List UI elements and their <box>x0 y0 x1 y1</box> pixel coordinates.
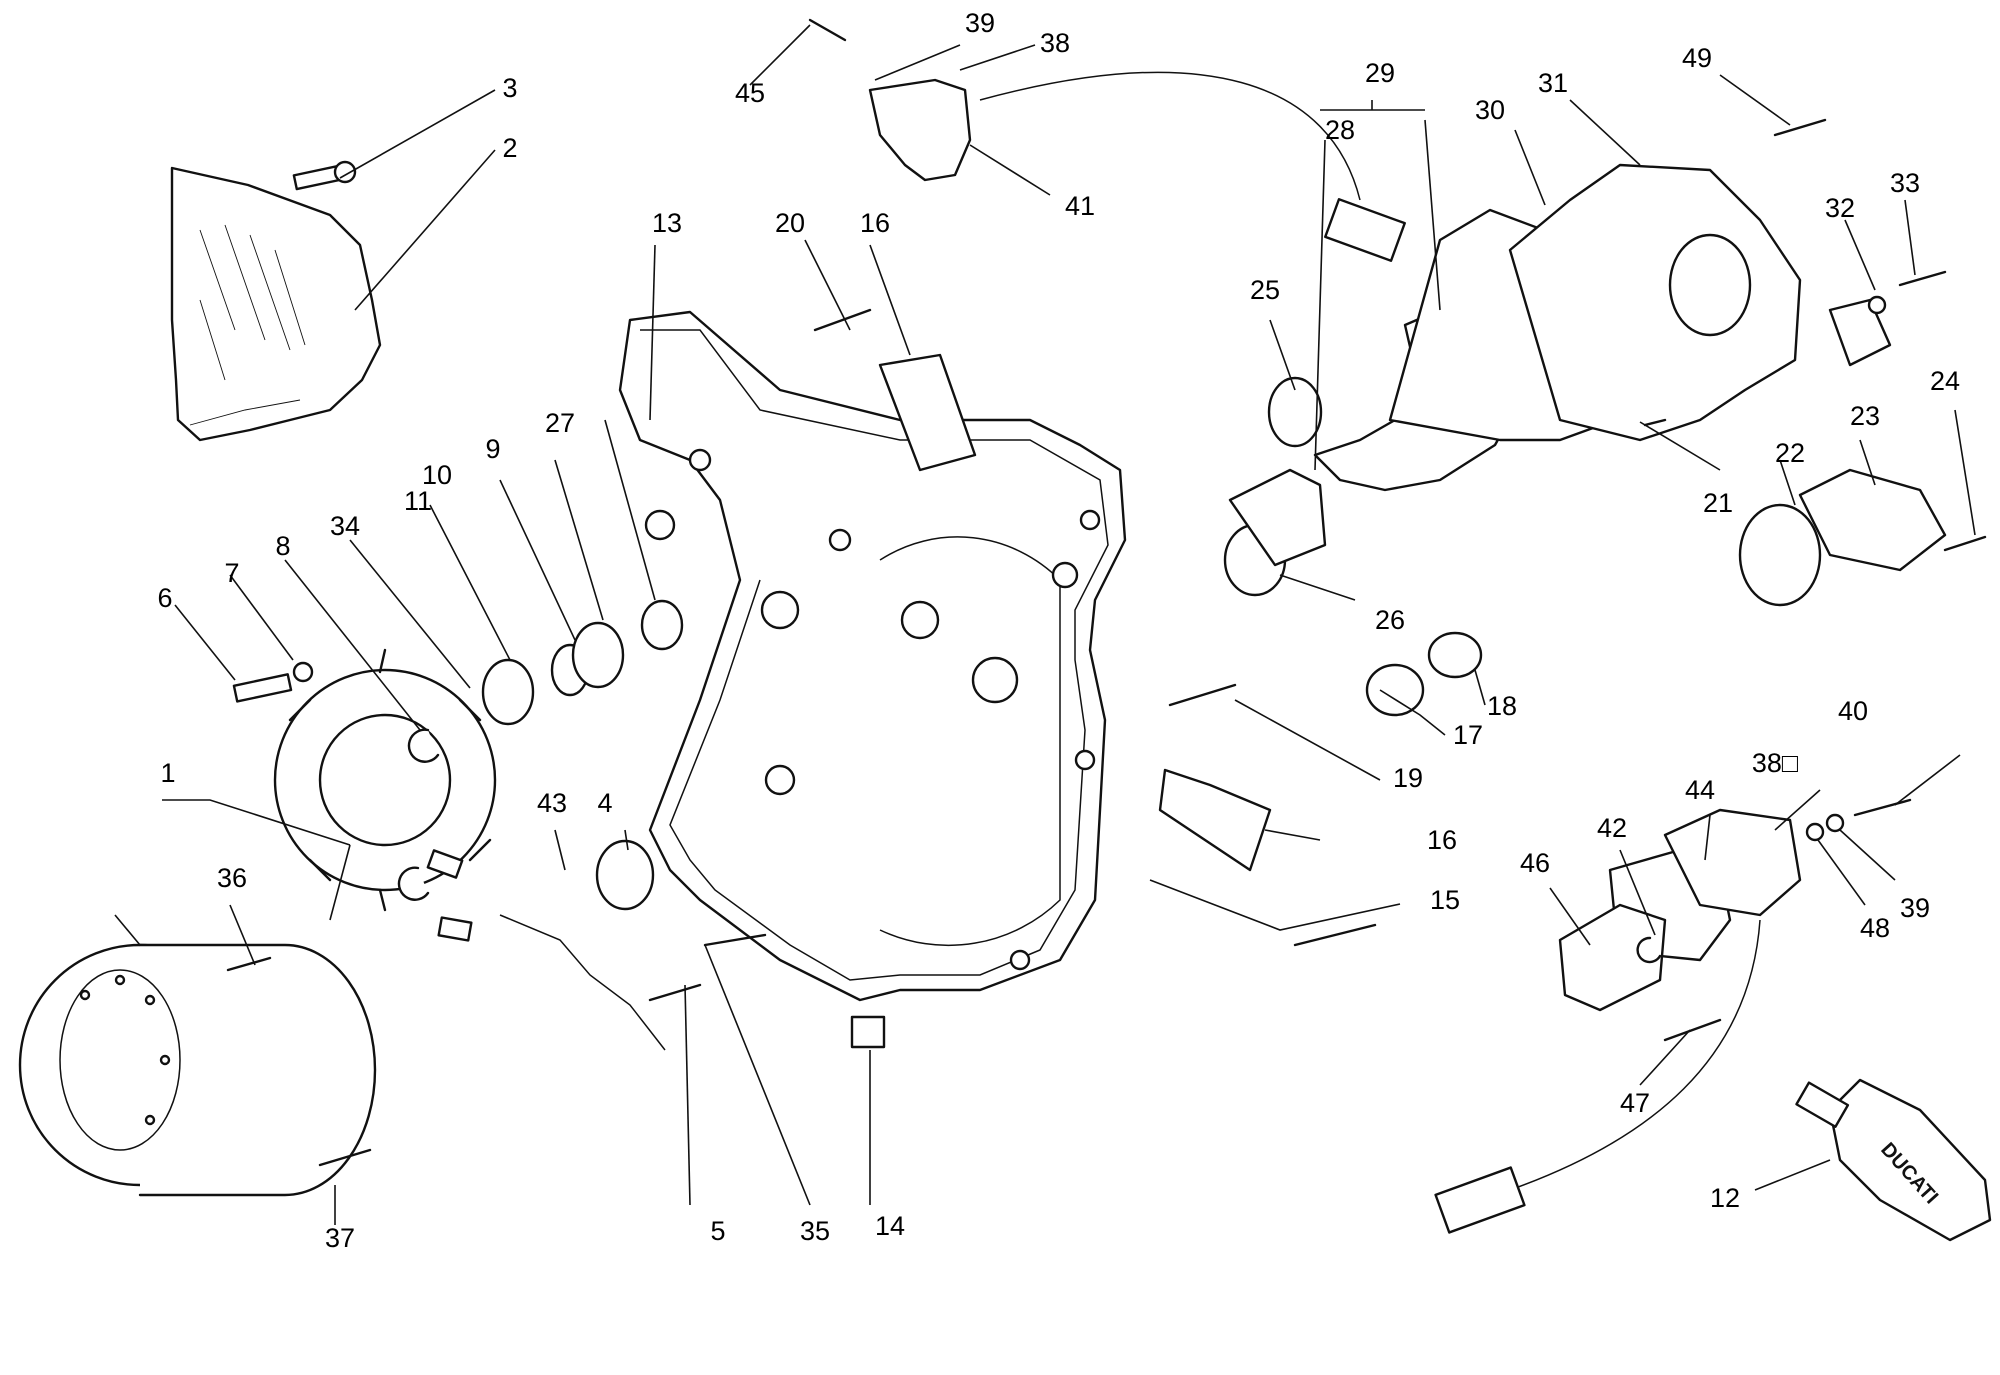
callout-9: 9 <box>485 434 500 464</box>
callout-25: 25 <box>1250 275 1280 305</box>
callout-40: 40 <box>1838 696 1868 726</box>
generator-stator-part <box>273 648 666 1051</box>
callout-39-top: 39 <box>965 8 995 38</box>
callout-29: 29 <box>1365 58 1395 88</box>
callout-41: 41 <box>1065 191 1095 221</box>
callout-43: 43 <box>537 788 567 818</box>
callout-33: 33 <box>1890 168 1920 198</box>
callout-12: 12 <box>1710 1183 1740 1213</box>
callout-38-bottom: 38□ <box>1752 748 1799 778</box>
callout-7: 7 <box>224 558 239 588</box>
callout-34: 34 <box>330 511 360 541</box>
callout-31: 31 <box>1538 68 1568 98</box>
sprocket-guard-part <box>170 166 382 442</box>
spacer-16b <box>1158 768 1272 872</box>
callout-24: 24 <box>1930 366 1960 396</box>
callout-20: 20 <box>775 208 805 238</box>
bearing-4 <box>595 839 655 911</box>
callout-30: 30 <box>1475 95 1505 125</box>
callout-3: 3 <box>502 73 517 103</box>
callout-44: 44 <box>1685 775 1715 805</box>
callout-16-top: 16 <box>860 208 890 238</box>
callout-42: 42 <box>1597 813 1627 843</box>
outlet-elbow <box>1828 298 1892 367</box>
callout-28: 28 <box>1325 115 1355 145</box>
callout-26: 26 <box>1375 605 1405 635</box>
callout-47: 47 <box>1620 1088 1650 1118</box>
callout-11: 11 <box>404 486 432 516</box>
callout-numbers: 3 2 1 6 7 8 34 11 10 9 27 13 20 16 43 4 … <box>157 8 1960 1253</box>
callout-23: 23 <box>1850 401 1880 431</box>
callout-36: 36 <box>217 863 247 893</box>
callout-21: 21 <box>1703 488 1733 518</box>
sealant-tube-part: DUCATI <box>1795 1078 1992 1242</box>
callout-46: 46 <box>1520 848 1550 878</box>
seal-25 <box>1267 376 1323 448</box>
bearing-11 <box>481 658 535 726</box>
fasteners <box>226 18 1987 1167</box>
callout-14: 14 <box>875 1211 905 1241</box>
callout-38-top: 38 <box>1040 28 1070 58</box>
callout-45: 45 <box>735 78 765 108</box>
callout-13: 13 <box>652 208 682 238</box>
spacer-17 <box>1365 663 1425 717</box>
leader-lines <box>114 24 1976 1225</box>
sensor-assembly-bottom <box>1434 808 1802 1234</box>
screw-part-3 <box>292 160 357 191</box>
callout-37: 37 <box>325 1223 355 1253</box>
callout-48: 48 <box>1860 913 1890 943</box>
callout-1: 1 <box>160 758 175 788</box>
callout-4: 4 <box>597 788 612 818</box>
spacers <box>850 353 1483 1049</box>
callout-15: 15 <box>1430 885 1460 915</box>
spacer-16a <box>878 353 977 472</box>
callout-6: 6 <box>157 583 172 613</box>
bearing-9 <box>571 621 625 689</box>
callout-39-bottom: 39 <box>1900 893 1930 923</box>
seal-27 <box>640 599 684 651</box>
callout-35: 35 <box>800 1216 830 1246</box>
callout-22: 22 <box>1775 438 1805 468</box>
water-pump-part <box>1313 163 1892 492</box>
crankcase-cover-part <box>618 310 1127 1002</box>
callout-17: 17 <box>1453 720 1483 750</box>
cylinder-26 <box>1228 468 1327 567</box>
spacer-18 <box>1427 631 1483 679</box>
callout-8: 8 <box>275 531 290 561</box>
washer-32 <box>1867 295 1887 315</box>
spacer-14 <box>850 1015 886 1049</box>
flywheel-part <box>18 943 377 1197</box>
flange-part-23 <box>1738 468 1947 607</box>
callout-5: 5 <box>710 1216 725 1246</box>
callout-2: 2 <box>502 133 517 163</box>
sensor-assembly-top <box>868 71 1406 262</box>
callout-10: 10 <box>422 460 452 490</box>
callout-19: 19 <box>1393 763 1423 793</box>
callout-32: 32 <box>1825 193 1855 223</box>
callout-18: 18 <box>1487 691 1517 721</box>
callout-49: 49 <box>1682 43 1712 73</box>
pump-cover-31 <box>1508 163 1802 442</box>
callout-16-bottom: 16 <box>1427 825 1457 855</box>
bearings-and-seals <box>481 376 1327 911</box>
callout-27: 27 <box>545 408 575 438</box>
